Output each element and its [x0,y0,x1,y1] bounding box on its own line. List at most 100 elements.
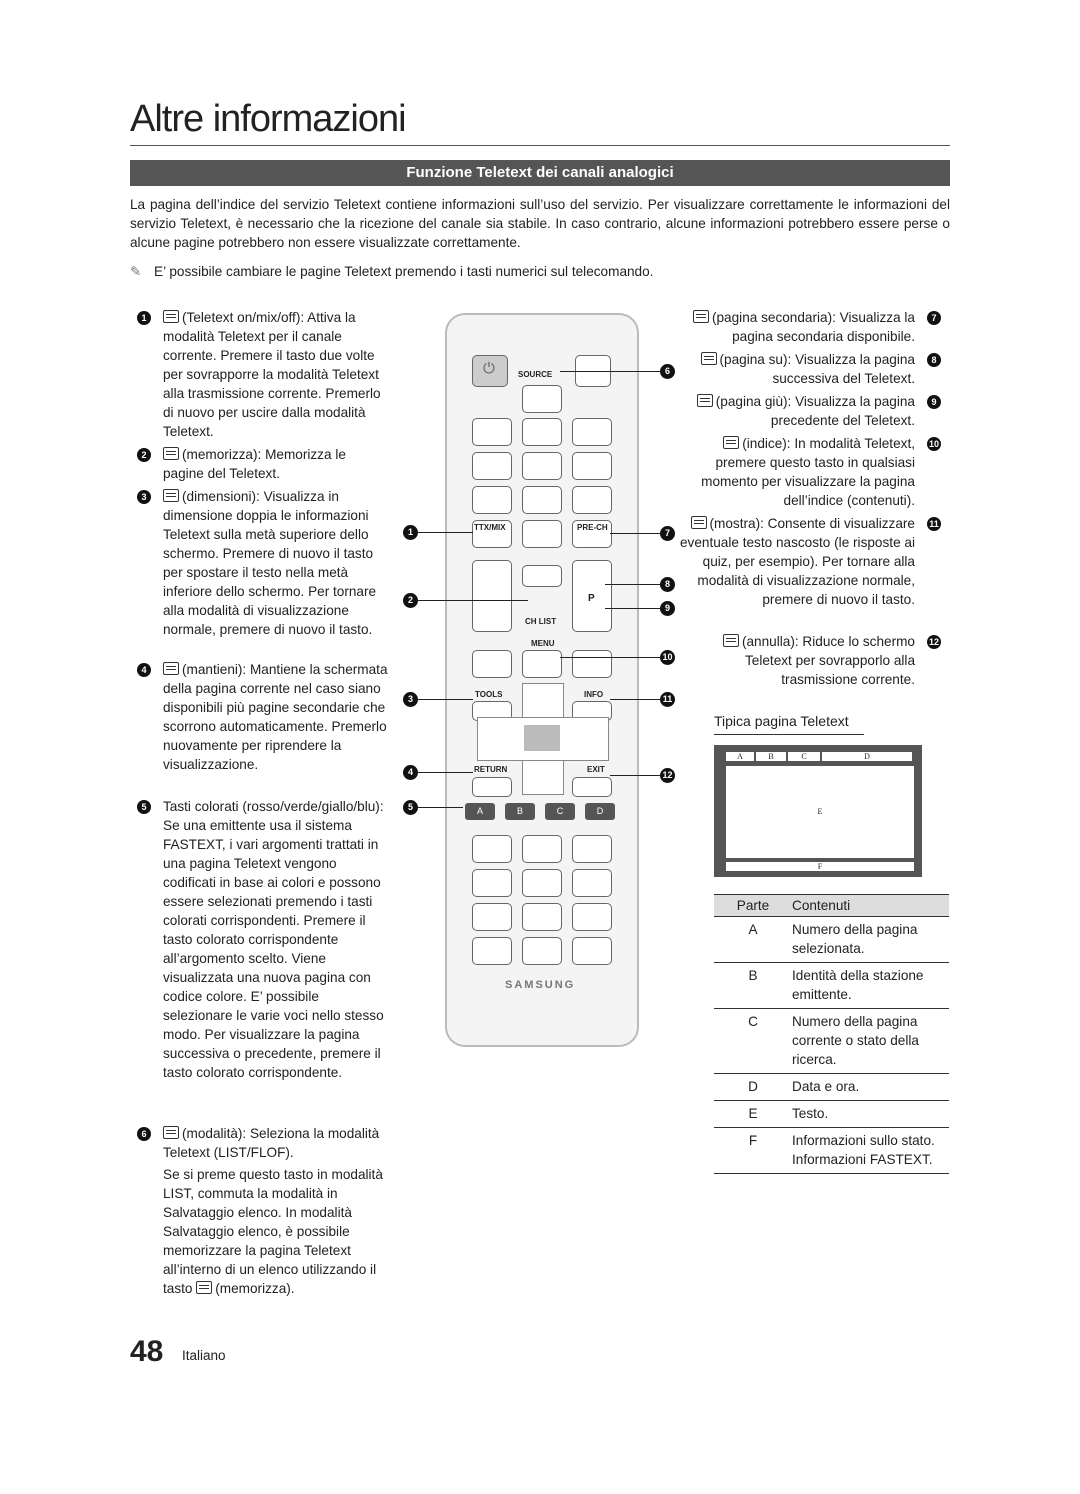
callout-number: 12 [927,635,941,649]
callout-line [610,699,660,701]
prech-label: PRE-CH [577,523,608,532]
callout-6: 6 [660,364,675,379]
left-item-3: 3 (dimensioni): Visualizza in dimensione… [137,487,388,639]
button [572,650,612,678]
cell: B [714,962,792,1009]
intro-paragraph: La pagina dell’indice del servizio Telet… [130,197,950,250]
button [572,835,612,863]
left-item-2: 2 (memorizza): Memorizza le pagine del T… [137,445,388,483]
button [572,869,612,897]
note-line: ✎E’ possibile cambiare le pagine Teletex… [130,262,950,281]
cell: Testo. [792,1100,949,1128]
store-key-icon [163,447,179,460]
callout-number: 9 [927,395,941,409]
callout-line [610,775,660,777]
callout-number: 2 [137,448,151,462]
power-button: ⏻ [472,355,508,387]
cell-f: F [726,862,914,871]
item-text: (pagina secondaria): Visualizza la pagin… [711,310,915,344]
callout-12: 12 [660,768,675,783]
callout-line [418,600,528,602]
cell: Numero della pagina selezionata. [792,916,949,963]
callout-5: 5 [403,800,418,815]
cell-a: A [726,752,754,761]
number-button [472,418,512,446]
page-title: Altre informazioni [130,98,407,140]
remote-control-illustration: ⏻ SOURCE TTX/MIX PRE-CH P CH LIST MENU T… [445,313,639,1047]
button [572,937,612,965]
hold-key-icon [163,662,179,675]
callout-line [610,533,660,535]
return-label: RETURN [474,765,508,774]
button [522,937,562,965]
callout-line [418,699,473,701]
cell: F [714,1127,792,1174]
enter-button [524,725,560,751]
button [572,903,612,931]
volume-button [472,560,512,632]
right-item-8: (pagina su): Visualizza la pagina succes… [675,350,941,388]
cell: Data e ora. [792,1073,949,1101]
info-label: INFO [584,690,604,699]
right-item-9: (pagina giù): Visualizza la pagina prece… [675,392,941,430]
callout-line [560,371,660,373]
callout-10: 10 [660,650,675,665]
button [472,835,512,863]
number-button [472,452,512,480]
mute-button [522,565,562,587]
ttx-mix-button [472,520,512,548]
page-down-key-icon [696,394,713,407]
number-button [522,520,562,548]
button [522,835,562,863]
page-number: 48 [130,1335,164,1368]
item-text: Tasti colorati (rosso/verde/giallo/blu):… [163,799,384,1080]
left-item-4: 4 (mantieni): Mantiene la schermata dell… [137,660,388,774]
right-item-12: (annulla): Riduce lo schermo Teletext pe… [675,632,941,689]
callout-line [560,657,660,659]
callout-number: 3 [137,490,151,504]
pencil-note-icon: ✎ [130,264,142,279]
channel-button [572,560,612,632]
return-button [472,777,512,797]
subtitle-underline [714,734,864,735]
header-part: Parte [714,894,792,917]
menu-button [522,650,562,678]
teletext-sample-title: Tipica pagina Teletext [714,713,849,729]
callout-8: 8 [660,577,675,592]
item-text: (pagina su): Visualizza la pagina succes… [719,352,915,386]
cell: A [714,916,792,963]
prech-button [572,520,612,548]
cell: C [714,1008,792,1074]
exit-button [572,777,612,797]
callout-4: 4 [403,765,418,780]
callout-1: 1 [403,525,418,540]
callout-2: 2 [403,593,418,608]
section-heading: Funzione Teletext dei canali analogici [130,160,950,186]
size-key-icon [163,489,179,502]
ttx-label: TTX/MIX [474,523,506,532]
p-label: P [588,593,595,604]
callout-number: 10 [927,437,941,451]
callout-3: 3 [403,692,418,707]
mode-key-icon [163,1126,179,1139]
cell-d: D [822,752,912,761]
cell: E [714,1100,792,1128]
callout-line [418,807,463,809]
left-item-6: 6 (modalità): Seleziona la modalità Tele… [137,1124,388,1298]
store-key-icon [196,1281,213,1294]
number-button [472,486,512,514]
callout-11: 11 [660,692,675,707]
callout-line [605,584,660,586]
callout-9: 9 [660,601,675,616]
callout-number: 11 [927,517,941,531]
callout-number: 1 [137,311,151,325]
cell-e: E [726,766,914,858]
cell: Informazioni sullo stato. Informazioni F… [792,1127,949,1174]
table-header-row: Parte Contenuti [714,894,949,917]
number-button [572,418,612,446]
subpage-key-icon [692,310,709,323]
